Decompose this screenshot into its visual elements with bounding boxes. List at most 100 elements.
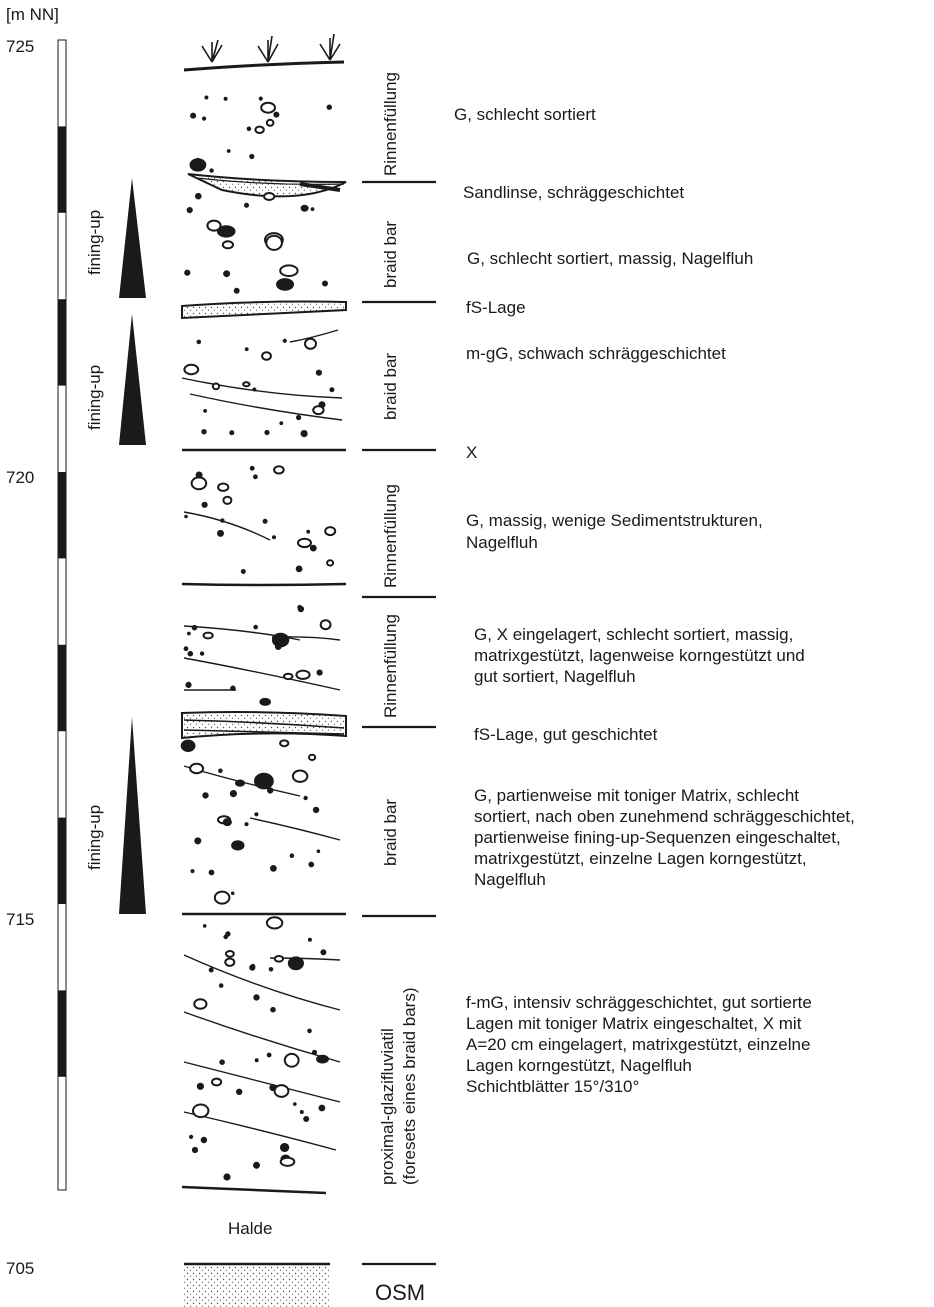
gravel-clast: [315, 369, 322, 376]
gravel-clast: [266, 1052, 272, 1058]
gravel-clast: [283, 1052, 300, 1068]
scale-bar: [57, 39, 67, 1191]
gravel-clast: [195, 471, 203, 479]
gravel-clast: [252, 1161, 260, 1169]
gravel-clast: [324, 526, 337, 537]
gravel-clast: [226, 149, 231, 153]
facies-label-1: Rinnenfüllung: [381, 72, 400, 176]
gravel-clast: [260, 101, 277, 114]
fining-up-triangles: [119, 178, 146, 914]
gravel-clast: [208, 967, 214, 973]
facies-label-6: braid bar: [381, 799, 400, 866]
facies-label-8: (foresets eines braid bars): [400, 988, 419, 1185]
gravel-clast: [308, 861, 315, 868]
gravel-clast: [265, 916, 284, 930]
gravel-clast: [186, 207, 193, 214]
gravel-clast: [187, 650, 194, 657]
gravel-clast: [292, 1102, 297, 1106]
gravel-clast: [222, 495, 233, 505]
gravel-clast: [283, 672, 294, 681]
gravel-clast: [307, 937, 312, 942]
gravel-clast: [192, 1103, 210, 1119]
gravel-clast: [186, 631, 191, 636]
gravel-clast: [282, 338, 287, 343]
gravel-clast: [249, 465, 255, 471]
gravel-clast: [183, 363, 200, 376]
gravel-clast: [312, 405, 325, 416]
gravel-clast: [262, 518, 268, 524]
gravel-clast: [273, 1084, 290, 1098]
gravel-clast: [263, 192, 276, 201]
grass-icon: [201, 33, 341, 63]
gravel-clast: [265, 118, 275, 127]
gravel-clast: [223, 270, 231, 278]
scale-segment-black: [58, 126, 66, 213]
axis-tick-720: 720: [6, 468, 34, 487]
gravel-clast: [249, 153, 255, 160]
scale-segment-black: [58, 644, 66, 732]
gravel-clast: [201, 501, 208, 508]
gravel-clast: [184, 269, 191, 276]
description-1: G, schlecht sortiert: [454, 105, 596, 124]
gravel-clast: [312, 806, 320, 814]
gravel-clast: [295, 565, 303, 573]
gravel-clast: [265, 234, 283, 251]
gravel-clast: [225, 950, 235, 958]
gravel-clast: [180, 739, 196, 752]
scale-segment-black: [58, 472, 66, 559]
gravel-clast: [264, 429, 270, 436]
lithology-column: [180, 60, 347, 1307]
gravel-clast: [190, 869, 195, 874]
gravel-clast: [326, 104, 332, 110]
gravel-clast: [261, 351, 272, 361]
gravel-clast: [300, 429, 308, 438]
gravel-clast: [310, 207, 315, 212]
gravel-clast: [287, 956, 304, 971]
axis-tick-705: 705: [6, 1259, 34, 1278]
gravel-clast: [306, 529, 311, 534]
gravel-clast: [229, 430, 235, 436]
gravel-clast: [318, 1104, 326, 1112]
gravel-clast: [321, 280, 328, 287]
gravel-clast: [299, 1110, 304, 1115]
gravel-clast: [273, 955, 284, 963]
gravel-clast: [279, 264, 299, 278]
gravel-clast: [230, 685, 236, 691]
gravel-clast: [270, 1006, 276, 1013]
gravel-clast: [216, 225, 236, 238]
gravel-clast: [320, 949, 327, 956]
description-3: G, schlecht sortiert, massig, Nagelfluh: [467, 249, 753, 268]
gravel-clast: [189, 762, 205, 775]
gravel-clast: [202, 631, 214, 640]
facies-label-7: proximal-glazifluviatil: [378, 1028, 397, 1185]
gravel-clast: [254, 1058, 259, 1063]
facies-label-3: braid bar: [381, 353, 400, 420]
description-5: m-gG, schwach schräggeschichtet: [466, 344, 726, 363]
gravel-clast: [202, 116, 207, 121]
gravel-clast: [184, 514, 188, 519]
description-9: fS-Lage, gut geschichtet: [474, 725, 658, 744]
gravel-clast: [231, 840, 245, 851]
gravel-clast: [267, 787, 274, 794]
gravel-clast: [329, 387, 335, 393]
gravel-clast: [244, 347, 249, 352]
gravel-clast: [218, 983, 224, 988]
description-6: X: [466, 443, 477, 462]
gravel-clast: [219, 1059, 225, 1065]
facies-label-5: Rinnenfüllung: [381, 614, 400, 718]
gravel-clast: [254, 125, 265, 135]
gravel-clast: [273, 465, 285, 475]
trend-label-3: fining-up: [85, 805, 104, 870]
gravel-clast: [195, 192, 202, 200]
gravel-clast: [243, 202, 249, 208]
gravel-clast: [295, 669, 311, 680]
description-10: G, partienweise mit toniger Matrix, schl…: [474, 786, 860, 889]
gravel-clast: [316, 669, 323, 676]
gravel-clast: [252, 387, 257, 392]
gravel-clast: [242, 381, 251, 388]
gravel-clast: [202, 924, 207, 928]
gravel-clast: [259, 697, 272, 706]
gravel-clast: [253, 994, 260, 1001]
gravel-clast: [190, 112, 197, 119]
